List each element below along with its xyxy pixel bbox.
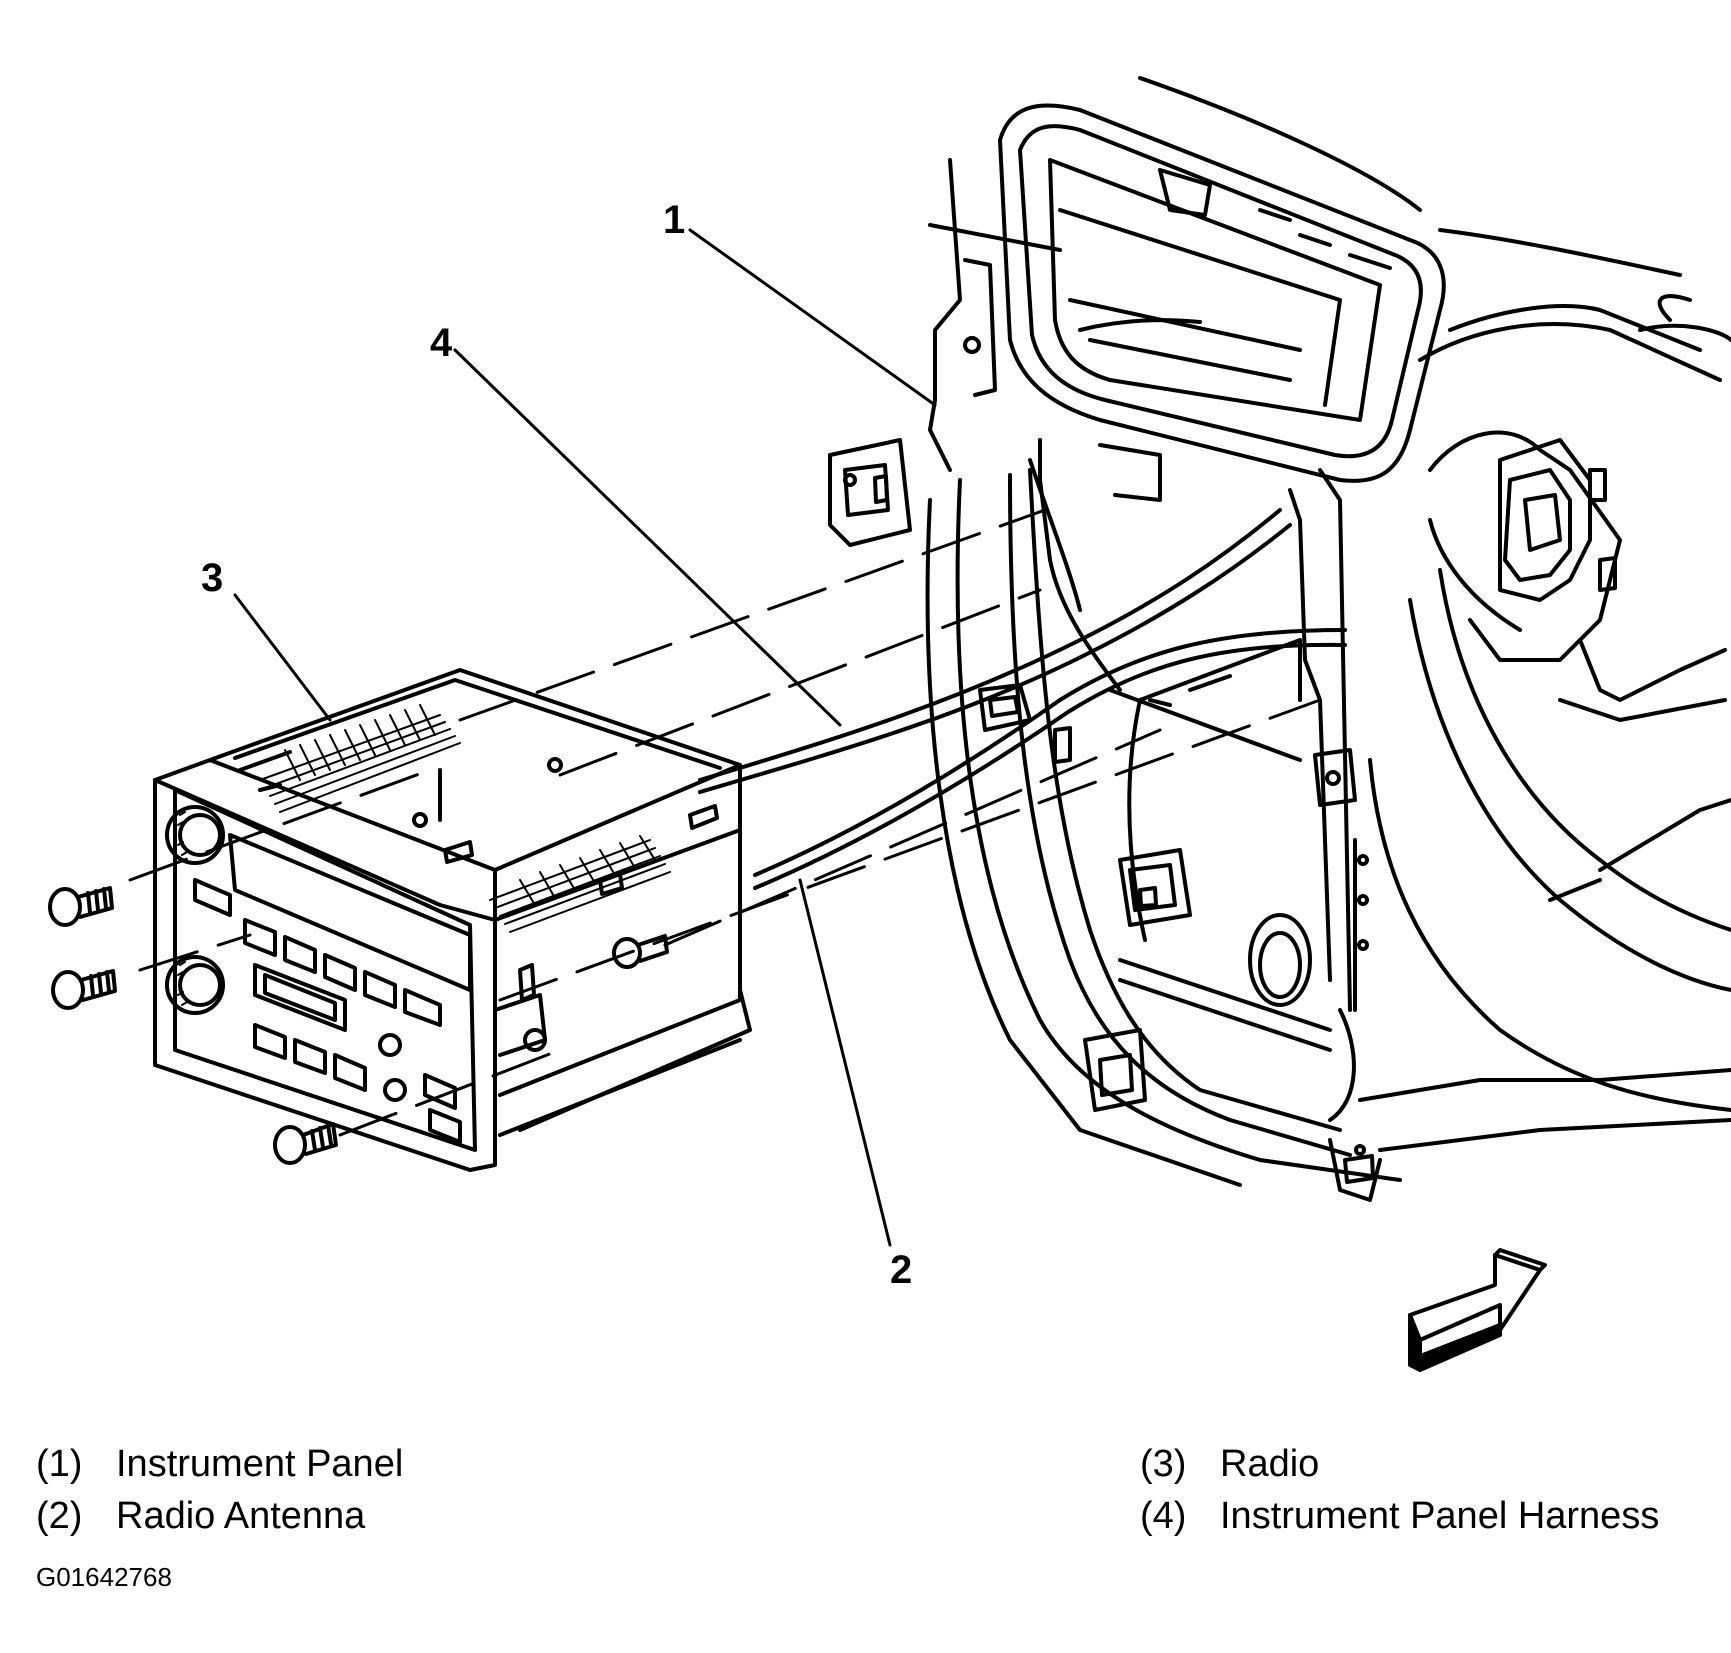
legend-item-2: (2) Radio Antenna: [36, 1497, 365, 1535]
legend-label: Radio Antenna: [116, 1495, 366, 1537]
callout-number-3: 3: [201, 556, 224, 600]
leader-4: [453, 348, 842, 727]
view-direction-arrow-icon: [1408, 1248, 1547, 1372]
callout-number-1: 1: [663, 198, 686, 242]
leader-3: [233, 593, 332, 722]
mounting-screws: [48, 886, 669, 1165]
legend-index: (2): [36, 1495, 83, 1537]
legend-label: Radio: [1220, 1443, 1320, 1485]
screw-lower-left: [273, 1122, 338, 1165]
leader-1: [688, 228, 937, 407]
legend-item-1: (1) Instrument Panel: [36, 1445, 403, 1483]
callout-leaders: [233, 228, 937, 1247]
instrument-panel-harness-cable: [698, 508, 1292, 794]
radio-drawing: [153, 668, 752, 1172]
alignment-lines: [128, 508, 1322, 1137]
radio-antenna-cable: [753, 628, 1347, 890]
callout-number-4: 4: [430, 321, 453, 365]
leader-2: [798, 878, 892, 1247]
legend-index: (4): [1140, 1495, 1187, 1537]
legend-item-4: (4) Instrument Panel Harness: [1140, 1497, 1659, 1535]
legend-index: (1): [36, 1443, 83, 1485]
callout-number-2: 2: [890, 1248, 913, 1292]
legend-label: Instrument Panel: [116, 1443, 404, 1485]
legend-label: Instrument Panel Harness: [1220, 1495, 1660, 1537]
screw-upper-left: [48, 886, 114, 927]
figure-id: G01642768: [36, 1562, 172, 1592]
legend-index: (3): [1140, 1443, 1187, 1485]
instrument-panel-drawing: [828, 76, 1731, 1202]
screw-middle-left: [51, 969, 117, 1010]
legend-item-3: (3) Radio: [1140, 1445, 1319, 1483]
